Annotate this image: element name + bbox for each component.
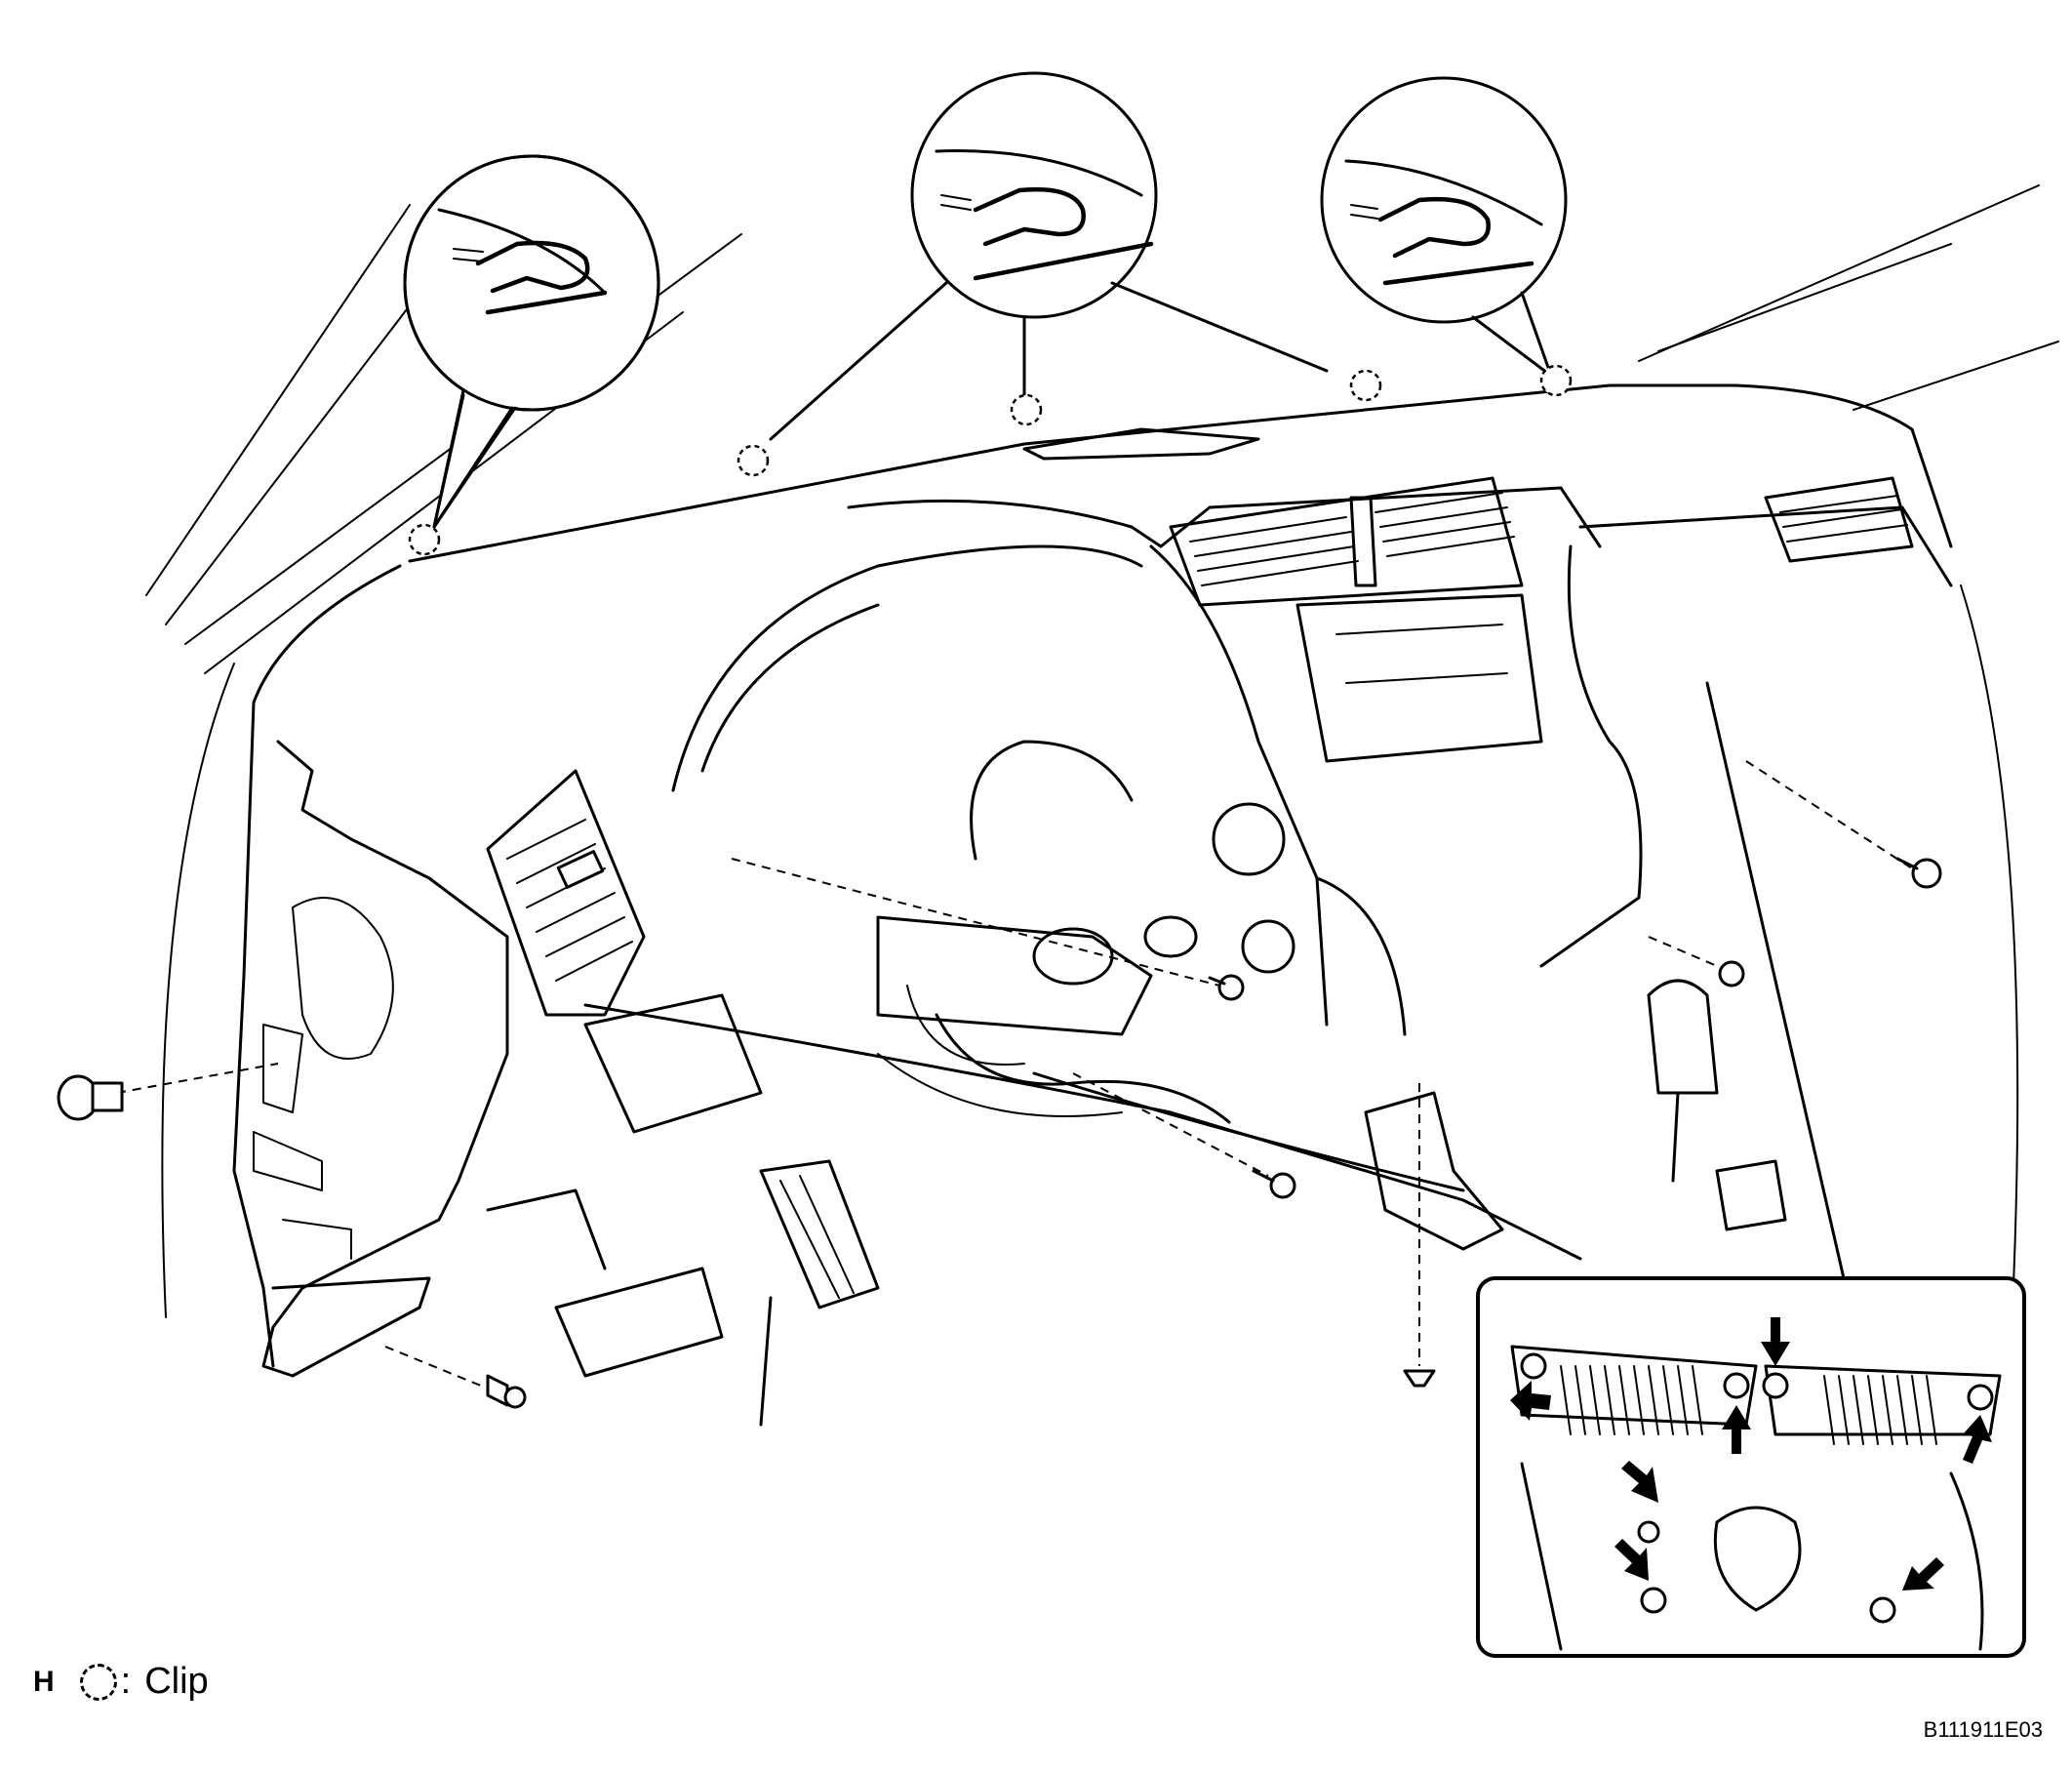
arrow-icon xyxy=(1963,1415,1992,1464)
harness-wires-left xyxy=(1560,1365,1703,1435)
dashed-circle-icon xyxy=(79,1663,117,1701)
inset-leader-line xyxy=(1705,681,1846,1280)
arrow-icon xyxy=(1902,1557,1944,1591)
clip-marker-3-icon xyxy=(1010,393,1043,426)
side-cover-panel xyxy=(232,740,509,1378)
bolt-right-lower-icon xyxy=(1718,960,1745,987)
figure-id: B111911E03 xyxy=(1923,1717,2043,1742)
fasteners xyxy=(57,760,1942,1409)
arrow-icon xyxy=(1510,1381,1551,1421)
clip-marker-2-icon xyxy=(737,444,770,477)
bolt-steering-icon xyxy=(1208,974,1245,1001)
arrow-icon xyxy=(1614,1539,1649,1581)
clip-marker-1-icon xyxy=(408,523,441,556)
clip-detail-callouts xyxy=(403,71,1568,529)
lower-trim xyxy=(486,993,1504,1270)
pedals xyxy=(554,1159,880,1427)
left-air-vent xyxy=(486,769,646,1017)
legend-label: Clip xyxy=(144,1661,209,1702)
clip-fastener-left-icon xyxy=(57,1074,124,1121)
legend-code: H xyxy=(33,1665,55,1698)
steering-column-and-harness xyxy=(671,544,1407,1124)
clip-marker-4-icon xyxy=(1349,369,1382,402)
harness-wires-right xyxy=(1823,1375,1937,1445)
arrow-icon xyxy=(1621,1461,1658,1503)
shift-lever xyxy=(1647,979,1787,1231)
legend-separator: : xyxy=(120,1661,132,1702)
arrow-icon xyxy=(1722,1405,1751,1454)
center-air-vents xyxy=(1169,476,1524,607)
legend: H : Clip xyxy=(33,1661,209,1703)
connector-detail-inset xyxy=(1476,1276,2026,1658)
screw-lower-center-icon xyxy=(1403,1369,1436,1388)
arrow-icon xyxy=(1761,1317,1790,1366)
bolt-right-icon xyxy=(1895,857,1942,889)
right-air-vent xyxy=(1764,476,1914,563)
bolt-lower-left-icon xyxy=(486,1374,527,1409)
clip-markers xyxy=(408,364,1573,556)
instrument-panel-body xyxy=(242,383,1953,1261)
bolt-center-icon xyxy=(1252,1169,1296,1199)
clip-marker-5-icon xyxy=(1539,364,1573,397)
